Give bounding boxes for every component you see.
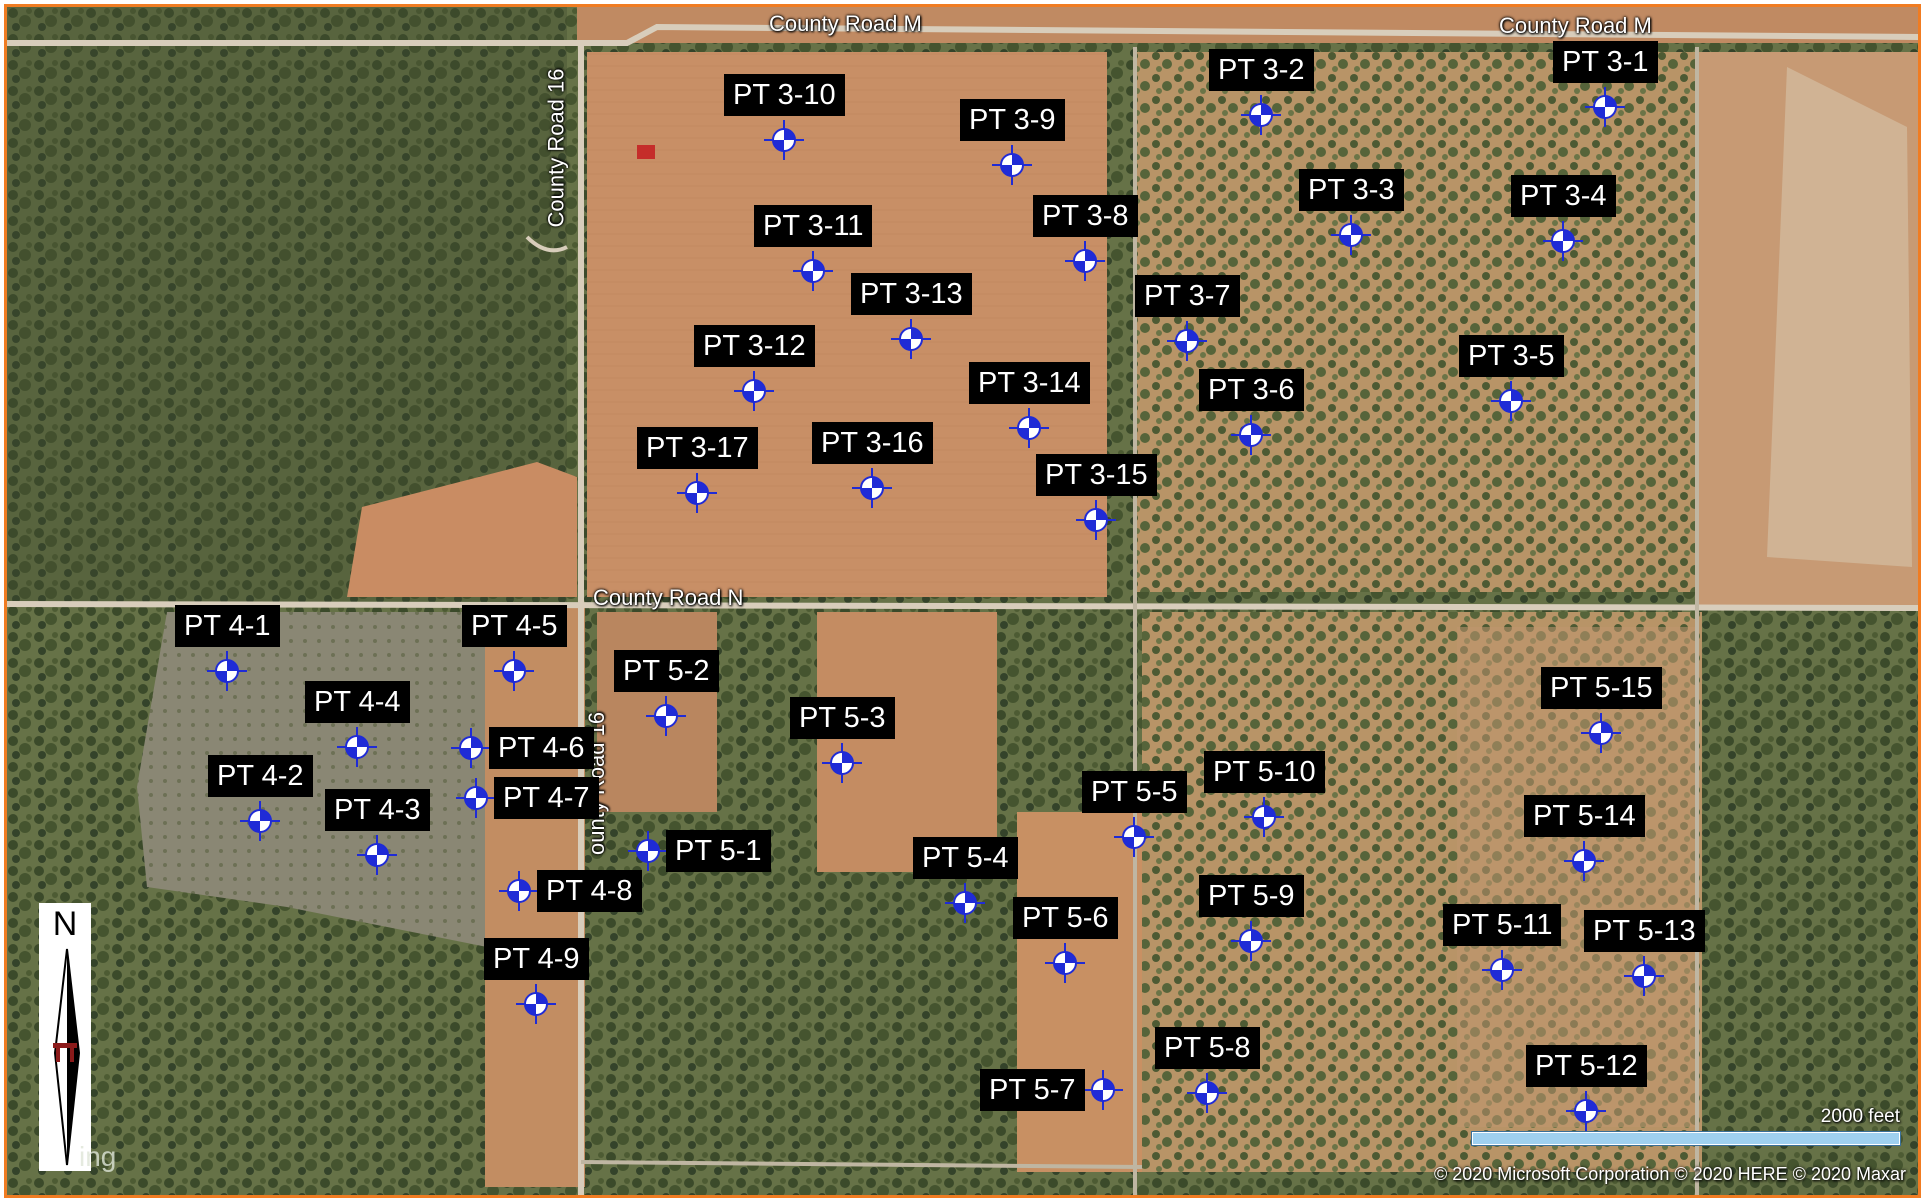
pt-5-7-marker-icon[interactable]: [1083, 1070, 1123, 1110]
pt-3-9-marker-icon[interactable]: [992, 145, 1032, 185]
pt-5-11-label: PT 5-11: [1443, 904, 1562, 946]
pt-4-5-marker-icon[interactable]: [494, 651, 534, 691]
pt-5-15-label: PT 5-15: [1541, 667, 1662, 709]
pt-5-6-label: PT 5-6: [1013, 897, 1118, 939]
scale-bar: 2000 feet: [1472, 1106, 1900, 1145]
north-arrow: N: [39, 903, 91, 1171]
pt-3-5-marker-icon[interactable]: [1491, 381, 1531, 421]
bing-logo: ing: [79, 1141, 117, 1172]
pt-5-9-marker-icon[interactable]: [1231, 921, 1271, 961]
pt-3-2-label: PT 3-2: [1209, 49, 1314, 91]
pt-3-9-label: PT 3-9: [960, 99, 1065, 141]
pt-3-6-marker-icon[interactable]: [1231, 415, 1271, 455]
road-label-county-road-m-east: County Road M: [1499, 13, 1652, 38]
pt-5-5-marker-icon[interactable]: [1114, 817, 1154, 857]
pt-4-3-label: PT 4-3: [325, 789, 430, 831]
pt-3-13-label: PT 3-13: [851, 273, 972, 315]
pt-3-3-label: PT 3-3: [1299, 169, 1404, 211]
pt-4-6-label: PT 4-6: [489, 727, 594, 769]
road-label-county-road-m: County Road M: [769, 11, 922, 36]
pt-4-1-label: PT 4-1: [175, 605, 280, 647]
north-arrow-icon: [53, 948, 81, 1166]
pt-3-14-marker-icon[interactable]: [1009, 408, 1049, 448]
pt-4-6-marker-icon[interactable]: [451, 728, 491, 768]
pt-4-2-marker-icon[interactable]: [240, 801, 280, 841]
pt-3-16-label: PT 3-16: [812, 422, 933, 464]
pt-5-15-marker-icon[interactable]: [1581, 713, 1621, 753]
pt-3-1-marker-icon[interactable]: [1585, 87, 1625, 127]
pt-5-10-label: PT 5-10: [1204, 751, 1325, 793]
pt-3-5-label: PT 3-5: [1459, 335, 1564, 377]
pt-4-8-label: PT 4-8: [537, 870, 642, 912]
pt-5-9-label: PT 5-9: [1199, 875, 1304, 917]
pt-3-1-label: PT 3-1: [1553, 41, 1658, 83]
pt-4-7-label: PT 4-7: [494, 777, 599, 819]
pt-3-11-marker-icon[interactable]: [793, 251, 833, 291]
pt-3-10-label: PT 3-10: [724, 74, 845, 116]
pt-5-14-label: PT 5-14: [1524, 795, 1645, 837]
pt-5-5-label: PT 5-5: [1082, 771, 1187, 813]
road-label-county-road-n: County Road N: [593, 585, 744, 610]
pt-4-7-marker-icon[interactable]: [456, 778, 496, 818]
pt-4-1-marker-icon[interactable]: [207, 651, 247, 691]
road-label-county-road-16: County Road 16: [543, 68, 569, 228]
pt-3-15-label: PT 3-15: [1036, 454, 1157, 496]
pt-3-7-marker-icon[interactable]: [1167, 321, 1207, 361]
pt-5-4-label: PT 5-4: [913, 837, 1018, 879]
pt-5-4-marker-icon[interactable]: [945, 883, 985, 923]
pt-3-3-marker-icon[interactable]: [1331, 215, 1371, 255]
pt-5-12-label: PT 5-12: [1526, 1045, 1647, 1087]
pt-5-1-marker-icon[interactable]: [628, 831, 668, 871]
pt-5-6-marker-icon[interactable]: [1045, 943, 1085, 983]
pt-5-7-label: PT 5-7: [980, 1069, 1085, 1111]
pt-3-12-label: PT 3-12: [694, 325, 815, 367]
pt-3-6-label: PT 3-6: [1199, 369, 1304, 411]
pt-3-17-label: PT 3-17: [637, 427, 758, 469]
scale-bar-graphic: [1472, 1132, 1900, 1145]
pt-4-4-marker-icon[interactable]: [337, 727, 377, 767]
pt-5-2-marker-icon[interactable]: [646, 696, 686, 736]
pt-3-2-marker-icon[interactable]: [1241, 95, 1281, 135]
pt-4-3-marker-icon[interactable]: [357, 835, 397, 875]
pt-3-7-label: PT 3-7: [1135, 275, 1240, 317]
pt-4-5-label: PT 4-5: [462, 605, 567, 647]
pt-5-3-label: PT 5-3: [790, 697, 895, 739]
pt-5-11-marker-icon[interactable]: [1482, 950, 1522, 990]
map-frame: County Road M County Road M County Road …: [4, 4, 1921, 1198]
scale-bar-label: 2000 feet: [1820, 1106, 1900, 1127]
pt-4-4-label: PT 4-4: [305, 681, 410, 723]
pt-3-14-label: PT 3-14: [969, 362, 1090, 404]
pt-3-4-marker-icon[interactable]: [1543, 221, 1583, 261]
pt-3-4-label: PT 3-4: [1511, 175, 1616, 217]
pt-3-16-marker-icon[interactable]: [852, 468, 892, 508]
pt-5-13-marker-icon[interactable]: [1624, 956, 1664, 996]
pt-3-15-marker-icon[interactable]: [1076, 500, 1116, 540]
pt-5-13-label: PT 5-13: [1584, 910, 1705, 952]
pt-4-9-label: PT 4-9: [484, 938, 589, 980]
pt-3-13-marker-icon[interactable]: [891, 319, 931, 359]
pt-3-10-marker-icon[interactable]: [764, 120, 804, 160]
pt-5-14-marker-icon[interactable]: [1564, 841, 1604, 881]
pt-5-2-label: PT 5-2: [614, 650, 719, 692]
map-attribution: © 2020 Microsoft Corporation © 2020 HERE…: [1433, 1164, 1906, 1184]
pt-3-11-label: PT 3-11: [754, 205, 873, 247]
pt-3-8-label: PT 3-8: [1033, 195, 1138, 237]
pt-5-3-marker-icon[interactable]: [822, 743, 862, 783]
north-arrow-label: N: [52, 905, 78, 943]
pt-5-12-marker-icon[interactable]: [1566, 1091, 1606, 1131]
pt-5-1-label: PT 5-1: [666, 830, 771, 872]
pt-3-12-marker-icon[interactable]: [734, 371, 774, 411]
pt-5-8-label: PT 5-8: [1155, 1027, 1260, 1069]
pt-3-17-marker-icon[interactable]: [677, 473, 717, 513]
pt-4-9-marker-icon[interactable]: [516, 984, 556, 1024]
pt-3-8-marker-icon[interactable]: [1065, 241, 1105, 281]
pt-4-2-label: PT 4-2: [208, 755, 313, 797]
pt-4-8-marker-icon[interactable]: [499, 871, 539, 911]
satellite-map[interactable]: [7, 7, 1921, 1198]
pt-5-10-marker-icon[interactable]: [1244, 797, 1284, 837]
pt-5-8-marker-icon[interactable]: [1187, 1073, 1227, 1113]
